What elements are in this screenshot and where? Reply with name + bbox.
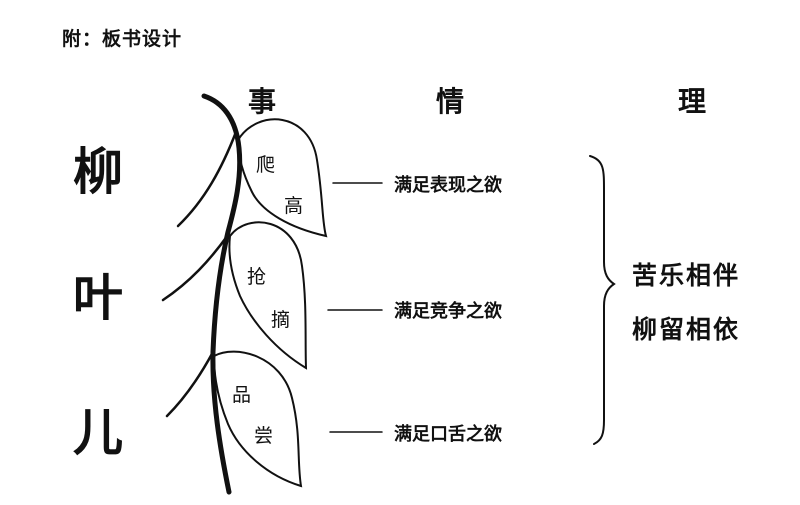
desire-label-2: 满足竞争之欲 <box>394 301 502 322</box>
summary-line-2: 柳留相依 <box>632 315 741 344</box>
leaf-1-char-1: 爬 <box>256 154 276 176</box>
column-header-reason: 理 <box>678 85 707 118</box>
leaf-2-char-1: 抢 <box>247 266 267 288</box>
leaf-2-char-2: 摘 <box>271 309 291 331</box>
desire-label-1: 满足表现之欲 <box>394 175 502 196</box>
willow-twig-3 <box>165 350 215 418</box>
desire-label-3: 满足口舌之欲 <box>394 424 502 445</box>
right-brace <box>589 155 616 445</box>
leaf-1-char-2: 高 <box>284 195 304 217</box>
title-char-willow: 柳 <box>73 142 123 201</box>
willow-stem <box>201 93 243 495</box>
willow-twig-1 <box>176 130 238 228</box>
column-header-emotion: 情 <box>436 85 465 118</box>
summary-line-1: 苦乐相伴 <box>632 261 741 290</box>
leaf-3 <box>212 350 303 488</box>
leaf-3-char-1: 品 <box>232 384 252 406</box>
page-heading: 附：板书设计 <box>62 28 183 50</box>
leaf-3-char-2: 尝 <box>254 425 274 447</box>
willow-twig-2 <box>161 233 230 302</box>
leaf-2 <box>228 221 308 370</box>
column-header-event: 事 <box>248 85 277 118</box>
title-char-leaf: 叶 <box>73 268 123 327</box>
title-char-er: 儿 <box>73 403 123 462</box>
leaf-1 <box>236 118 328 238</box>
